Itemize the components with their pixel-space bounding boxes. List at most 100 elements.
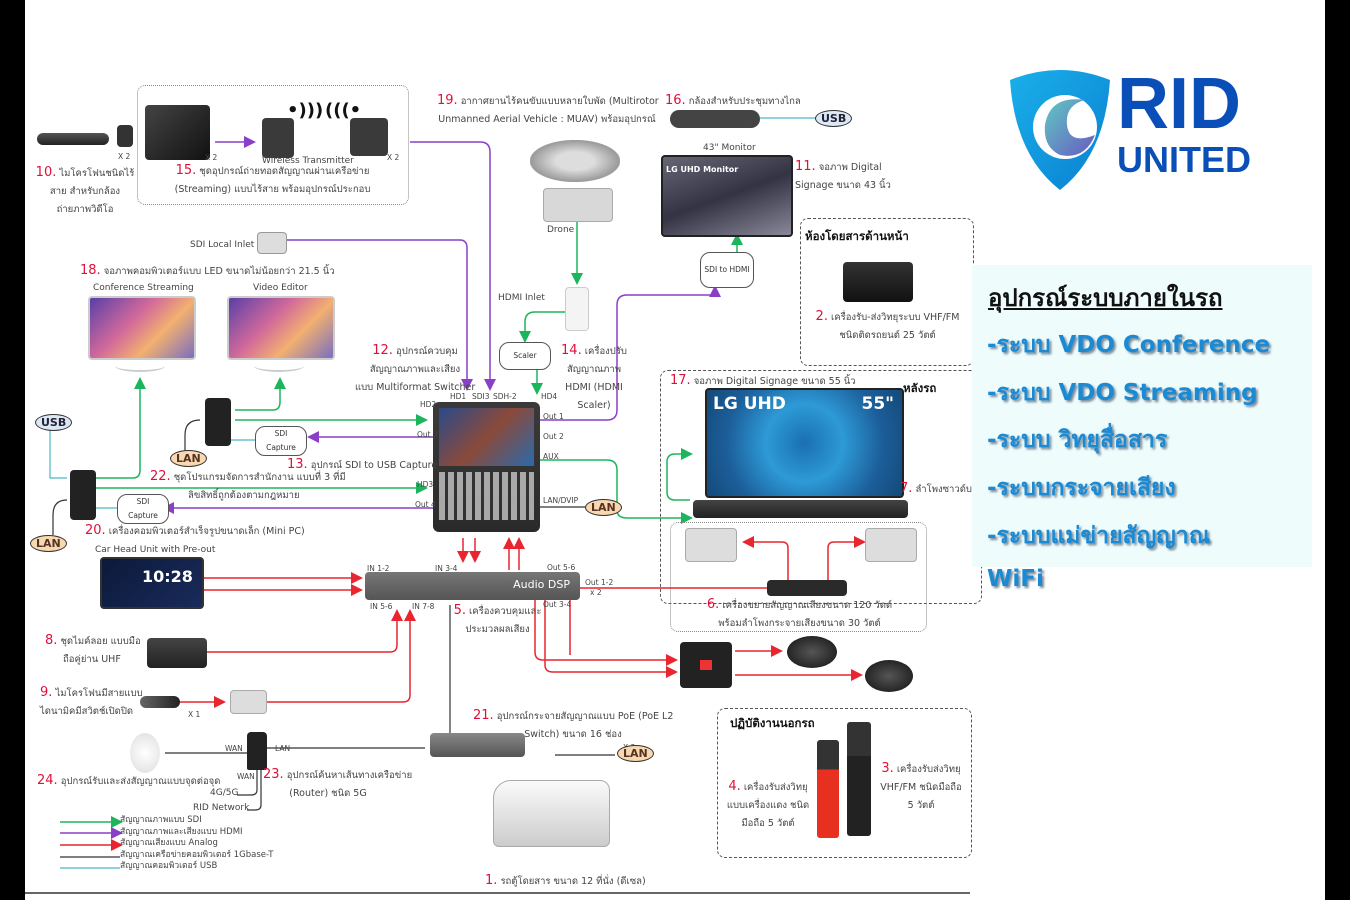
rear-title: หลังรถ — [903, 381, 937, 395]
wire-sdi-monitor1 — [95, 377, 146, 479]
item-15-label: 15. ชุดอุปกรณ์ถ่ายทอดสัญญาณผ่านเครือข่าย… — [140, 162, 405, 199]
port-lan-dvip: LAN/DVIP — [543, 496, 579, 505]
item-4-label: 4. เครื่องรับส่งวิทยุ แบบเครื่องแดง ชนิด… — [722, 778, 814, 833]
item-number: 4. — [728, 779, 741, 794]
lan-port-badge: LAN — [617, 745, 654, 762]
legend-item-analog: สัญญาณเสียงแบบ Analog — [120, 838, 218, 849]
port-hd4: HD4 — [541, 392, 558, 401]
port-in12: IN 1-2 — [367, 564, 390, 573]
monitor-conference-caption: Conference Streaming — [93, 283, 194, 293]
item-8-label: 8. ชุดไมค์ลอย แบบมือ ถือคู่ย่าน UHF — [45, 632, 141, 669]
rid-shield-logo-icon — [1010, 70, 1110, 190]
horn-speaker-right — [865, 528, 917, 562]
tv-brand-text: LG UHD — [713, 394, 786, 414]
features-title: อุปกรณ์ระบบภายในรถ — [988, 283, 1223, 312]
soundbar-image — [693, 500, 908, 518]
port-out3: Out 3 — [417, 430, 438, 439]
capture-label: Capture — [128, 511, 158, 520]
item-number: 17. — [670, 373, 691, 388]
label-text: เครื่องรับส่งวิทยุ — [896, 764, 961, 775]
port-in34: IN 3-4 — [435, 564, 458, 573]
monitor-stand — [254, 360, 304, 372]
label-text: แบบเครื่องแดง ชนิด — [726, 800, 810, 811]
outside-title: ปฏิบัติงานนอกรถ — [730, 716, 815, 730]
label-text: 5 วัตต์ — [907, 800, 935, 811]
label-text: จอภาพ Digital Signage ขนาด 55 นิ้ว — [693, 376, 856, 387]
item-2-label: 2. เครื่องรับ-ส่งวิทยุระบบ VHF/FM ชนิดติ… — [805, 308, 970, 345]
item-17-label: 17. จอภาพ Digital Signage ขนาด 55 นิ้ว — [670, 372, 856, 391]
item-number: 23. — [263, 767, 284, 782]
sdi-to-hdmi-converter: SDI to HDMI — [700, 252, 754, 288]
usb-port-badge: USB — [35, 414, 73, 431]
item-number: 5. — [453, 603, 466, 618]
wire-sdi-aux — [540, 459, 693, 524]
outside-section — [717, 708, 972, 858]
red-handheld-radio-image — [817, 740, 839, 838]
label-text: สัญญาณภาพ — [567, 364, 621, 375]
wire-hdmi-transmitter — [410, 141, 496, 391]
label-text: ไดนามิคมีสวิตช์เปิดปิด — [40, 706, 134, 717]
port-hd3: HD3 — [417, 480, 434, 489]
router-5g-image — [247, 732, 267, 770]
qty-label: X 2 — [118, 152, 131, 161]
label-text: อุปกรณ์ SDI to USB Capture — [310, 460, 438, 471]
capture-label: SDI — [136, 497, 150, 506]
port-in78: IN 7-8 — [412, 602, 435, 611]
label-text: ไมโครโฟนมีสายแบบ — [55, 688, 143, 699]
label-text: รถตู้โดยสาร ขนาด 12 ที่นั่ง (ดีเซล) — [500, 876, 646, 887]
label-text: VHF/FM ชนิดมือถือ — [880, 782, 962, 793]
port-in56: IN 5-6 — [370, 602, 393, 611]
car-speaker-1 — [787, 636, 837, 668]
multiformat-switcher-image — [433, 402, 540, 532]
label-text: เครื่องคอมพิวเตอร์สำเร็จรูปขนาดเล็ก (Min… — [108, 526, 305, 537]
monitor-conference-image — [88, 296, 196, 360]
label-text: ไมโครโฟนชนิดไร้ — [59, 168, 135, 179]
port-sdh2: SDH-2 — [493, 392, 517, 401]
label-text: แบบ Multiformat Switcher — [355, 382, 476, 393]
item-number: 7. — [900, 481, 913, 496]
wire-sdi-monitor2 — [235, 377, 286, 411]
wireless-transmitter-caption: Wireless Transmitter — [262, 156, 354, 166]
item-number: 15. — [175, 163, 197, 178]
feature-item: -ระบบแม่ข่ายสัญญาณ — [987, 523, 1211, 549]
label-text: HDMI (HDMI — [565, 382, 623, 393]
qty-label: X 2 — [387, 153, 400, 162]
item-number: 21. — [473, 708, 494, 723]
label-text: (Router) ชนิด 5G — [289, 788, 367, 799]
wire-net-minipc1-lan — [184, 419, 201, 455]
item-5-label: 5. เครื่องควบคุมและ ประมวลผลเสียง — [450, 602, 545, 639]
item-number: 18. — [80, 263, 101, 278]
item-13-label: 13. อุปกรณ์ SDI to USB Capture — [287, 456, 437, 475]
label-text: ถ่ายภาพวิดีโอ — [56, 204, 114, 215]
features-panel — [972, 265, 1312, 567]
item-number: 14. — [561, 343, 582, 358]
label-text: Scaler) — [577, 400, 611, 411]
label-text: ลำโพงซาวด์บาร์ — [915, 484, 975, 495]
wireless-transmitter-image — [262, 118, 294, 158]
label-text: อากาศยานไร้คนขับแบบหลายใบพัด (Multirotor — [460, 96, 659, 107]
hdmi-inlet-plate — [565, 287, 589, 331]
amplifier-120w-image — [767, 580, 847, 596]
feature-item: -ระบบ VDO Streaming — [987, 380, 1258, 406]
head-unit-clock: 10:28 — [142, 567, 193, 586]
converter-label: SDI to HDMI — [704, 265, 750, 274]
scaler-label: Scaler — [513, 351, 537, 360]
mobile-radio-image — [843, 262, 913, 302]
sdi-local-inlet-caption: SDI Local Inlet — [190, 240, 255, 250]
car-speaker-2 — [865, 660, 913, 692]
wan-label: WAN — [225, 744, 243, 753]
label-text: เครื่องรับ-ส่งวิทยุระบบ VHF/FM — [830, 312, 960, 323]
port-qty: x 2 — [590, 588, 602, 597]
drone-caption: Drone — [547, 225, 575, 235]
wire-sdi-local-inlet — [285, 239, 473, 391]
label-text: Signage ขนาด 43 นิ้ว — [795, 180, 891, 191]
item-22-label: 22. ชุดโปรแกรมจัดการสำนักงาน แบบที่ 3 ที… — [150, 468, 346, 505]
label-text: ประมวลผลเสียง — [465, 624, 530, 635]
black-handheld-radio-image — [847, 722, 871, 836]
port-out34: Out 3-4 — [543, 600, 572, 609]
wireless-mic-set-image — [147, 638, 207, 668]
item-3-label: 3. เครื่องรับส่งวิทยุ VHF/FM ชนิดมือถือ … — [875, 760, 967, 815]
bodypack-receiver-image — [117, 125, 133, 147]
item-number: 2. — [815, 309, 828, 324]
